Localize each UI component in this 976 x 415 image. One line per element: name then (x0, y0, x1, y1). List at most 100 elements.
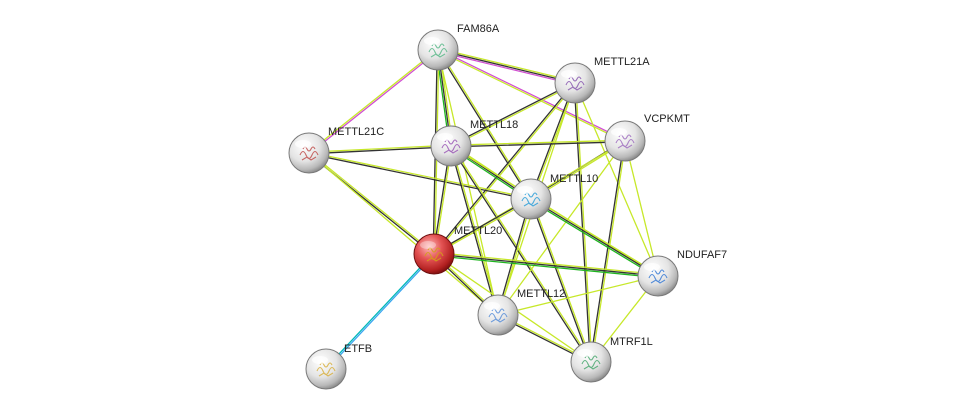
edge-evidence-textmining (437, 49, 499, 316)
edge-mettl21c-mettl18[interactable] (308, 144, 452, 155)
node-label: FAM86A (457, 23, 500, 35)
edge-evidence-textmining (307, 48, 439, 154)
node-bubble[interactable] (413, 233, 455, 275)
edge-mettl12-ndufaf7[interactable] (497, 275, 659, 316)
node-highlight (484, 302, 500, 310)
node-highlight (577, 349, 593, 357)
edge-evidence-coexpression (449, 145, 591, 364)
node-highlight (437, 133, 453, 141)
node-bubble[interactable] (554, 62, 596, 104)
edge-evidence-textmining (497, 140, 626, 316)
protein-structure-icon (424, 247, 444, 262)
edge-mettl21c-mettl10[interactable] (308, 151, 532, 201)
node-bubble[interactable] (417, 29, 459, 71)
edge-evidence-coexpression (529, 82, 575, 200)
node-highlight (312, 356, 328, 364)
node-bubble[interactable] (430, 125, 472, 167)
node-bubble[interactable] (570, 341, 612, 383)
edge-mettl21a-mtrf1l[interactable] (573, 82, 593, 363)
edge-evidence-coexpression (437, 49, 576, 84)
edge-vcpkmt-ndufaf7[interactable] (624, 140, 659, 277)
node-highlight (644, 263, 660, 271)
node-fam86a[interactable]: FAM86A (417, 23, 500, 71)
node-label: ETFB (344, 343, 372, 355)
edge-vcpkmt-mettl12[interactable] (497, 140, 626, 316)
edge-evidence-textmining (308, 151, 532, 199)
edge-fam86a-mettl21c[interactable] (307, 48, 440, 155)
edge-evidence-experiments (324, 252, 435, 370)
edge-mettl21a-ndufaf7[interactable] (574, 82, 659, 277)
node-vcpkmt[interactable]: VCPKMT (604, 113, 690, 162)
edge-evidence-textmining (433, 251, 659, 276)
edge-evidence-coexpression (308, 146, 452, 155)
edge-evidence-coexpression (449, 81, 576, 146)
edge-evidence-textmining (308, 152, 499, 316)
edge-evidence-textmining (451, 144, 593, 363)
node-label: METTL12 (517, 288, 565, 300)
node-mettl12[interactable]: METTL12 (477, 288, 565, 336)
node-bubble[interactable] (604, 120, 646, 162)
edge-evidence-textmining (574, 82, 659, 277)
edge-evidence-textmining (450, 139, 626, 146)
edge-evidence-coexpression (432, 81, 576, 255)
edge-fam86a-mettl12[interactable] (437, 49, 499, 316)
node-label: NDUFAF7 (677, 249, 727, 261)
node-mettl21a[interactable]: METTL21A (554, 56, 650, 104)
edge-mettl21a-mettl18[interactable] (449, 81, 577, 148)
node-highlight (561, 70, 577, 78)
edge-evidence-neighborhood (529, 199, 658, 279)
edge-evidence-textmining (433, 82, 577, 256)
edge-evidence-coexpression (433, 253, 659, 277)
edge-evidence-textmining (438, 48, 533, 200)
edge-evidence-textmining (308, 151, 436, 255)
edge-fam86a-mettl21a[interactable] (436, 47, 577, 86)
edge-evidence-database (325, 253, 436, 371)
node-label: METTL18 (470, 119, 518, 131)
edge-evidence-textmining (308, 144, 452, 153)
node-bubble[interactable] (288, 132, 330, 174)
edge-evidence-homology (436, 50, 576, 86)
edge-mettl21a-mettl20[interactable] (432, 81, 577, 256)
nodes-layer: FAM86A METTL21A METTL21C METTL18 VCPKMT METTL… (288, 23, 727, 390)
edge-evidence-coexpression (529, 198, 591, 363)
node-mettl18[interactable]: METTL18 (430, 119, 518, 167)
node-label: METTL21C (328, 126, 384, 138)
node-mettl10[interactable]: METTL10 (510, 173, 598, 220)
node-bubble[interactable] (510, 178, 552, 220)
edge-evidence-textmining (624, 140, 659, 277)
node-highlight (295, 140, 311, 148)
edge-evidence-homology (437, 48, 627, 141)
node-label: METTL20 (454, 225, 502, 237)
node-highlight (517, 186, 533, 194)
edge-mettl20-etfb[interactable] (324, 252, 436, 371)
edge-evidence-homology (308, 49, 440, 155)
edge-mettl21c-mettl20[interactable] (307, 151, 436, 256)
node-ndufaf7[interactable]: NDUFAF7 (637, 249, 727, 297)
edge-fam86a-mettl10[interactable] (436, 48, 533, 201)
edge-evidence-textmining (497, 275, 659, 316)
node-mettl20[interactable]: METTL20 (413, 225, 502, 275)
node-etfb[interactable]: ETFB (305, 343, 372, 390)
edge-mettl21c-mettl12[interactable] (308, 152, 499, 316)
edge-evidence-coexpression (530, 198, 659, 277)
node-bubble[interactable] (637, 255, 679, 297)
node-label: MTRF1L (610, 336, 653, 348)
edge-mettl20-ndufaf7[interactable] (433, 251, 659, 279)
edge-evidence-coexpression (308, 153, 532, 201)
edge-mettl18-mtrf1l[interactable] (449, 144, 593, 364)
node-bubble[interactable] (305, 348, 347, 390)
node-label: VCPKMT (644, 113, 690, 125)
edge-mettl10-ndufaf7[interactable] (529, 196, 660, 279)
edge-evidence-textmining (575, 82, 593, 363)
node-highlight (611, 128, 627, 136)
edge-mettl10-mtrf1l[interactable] (529, 198, 593, 363)
edge-evidence-neighborhood (433, 254, 659, 279)
edge-mettl18-vcpkmt[interactable] (450, 139, 626, 148)
node-mtrf1l[interactable]: MTRF1L (570, 336, 653, 383)
node-bubble[interactable] (477, 294, 519, 336)
node-mettl21c[interactable]: METTL21C (288, 126, 384, 174)
node-label: METTL21A (594, 56, 650, 68)
edge-evidence-textmining (591, 140, 627, 363)
edge-evidence-textmining (450, 83, 577, 148)
edge-vcpkmt-mtrf1l[interactable] (589, 140, 627, 363)
